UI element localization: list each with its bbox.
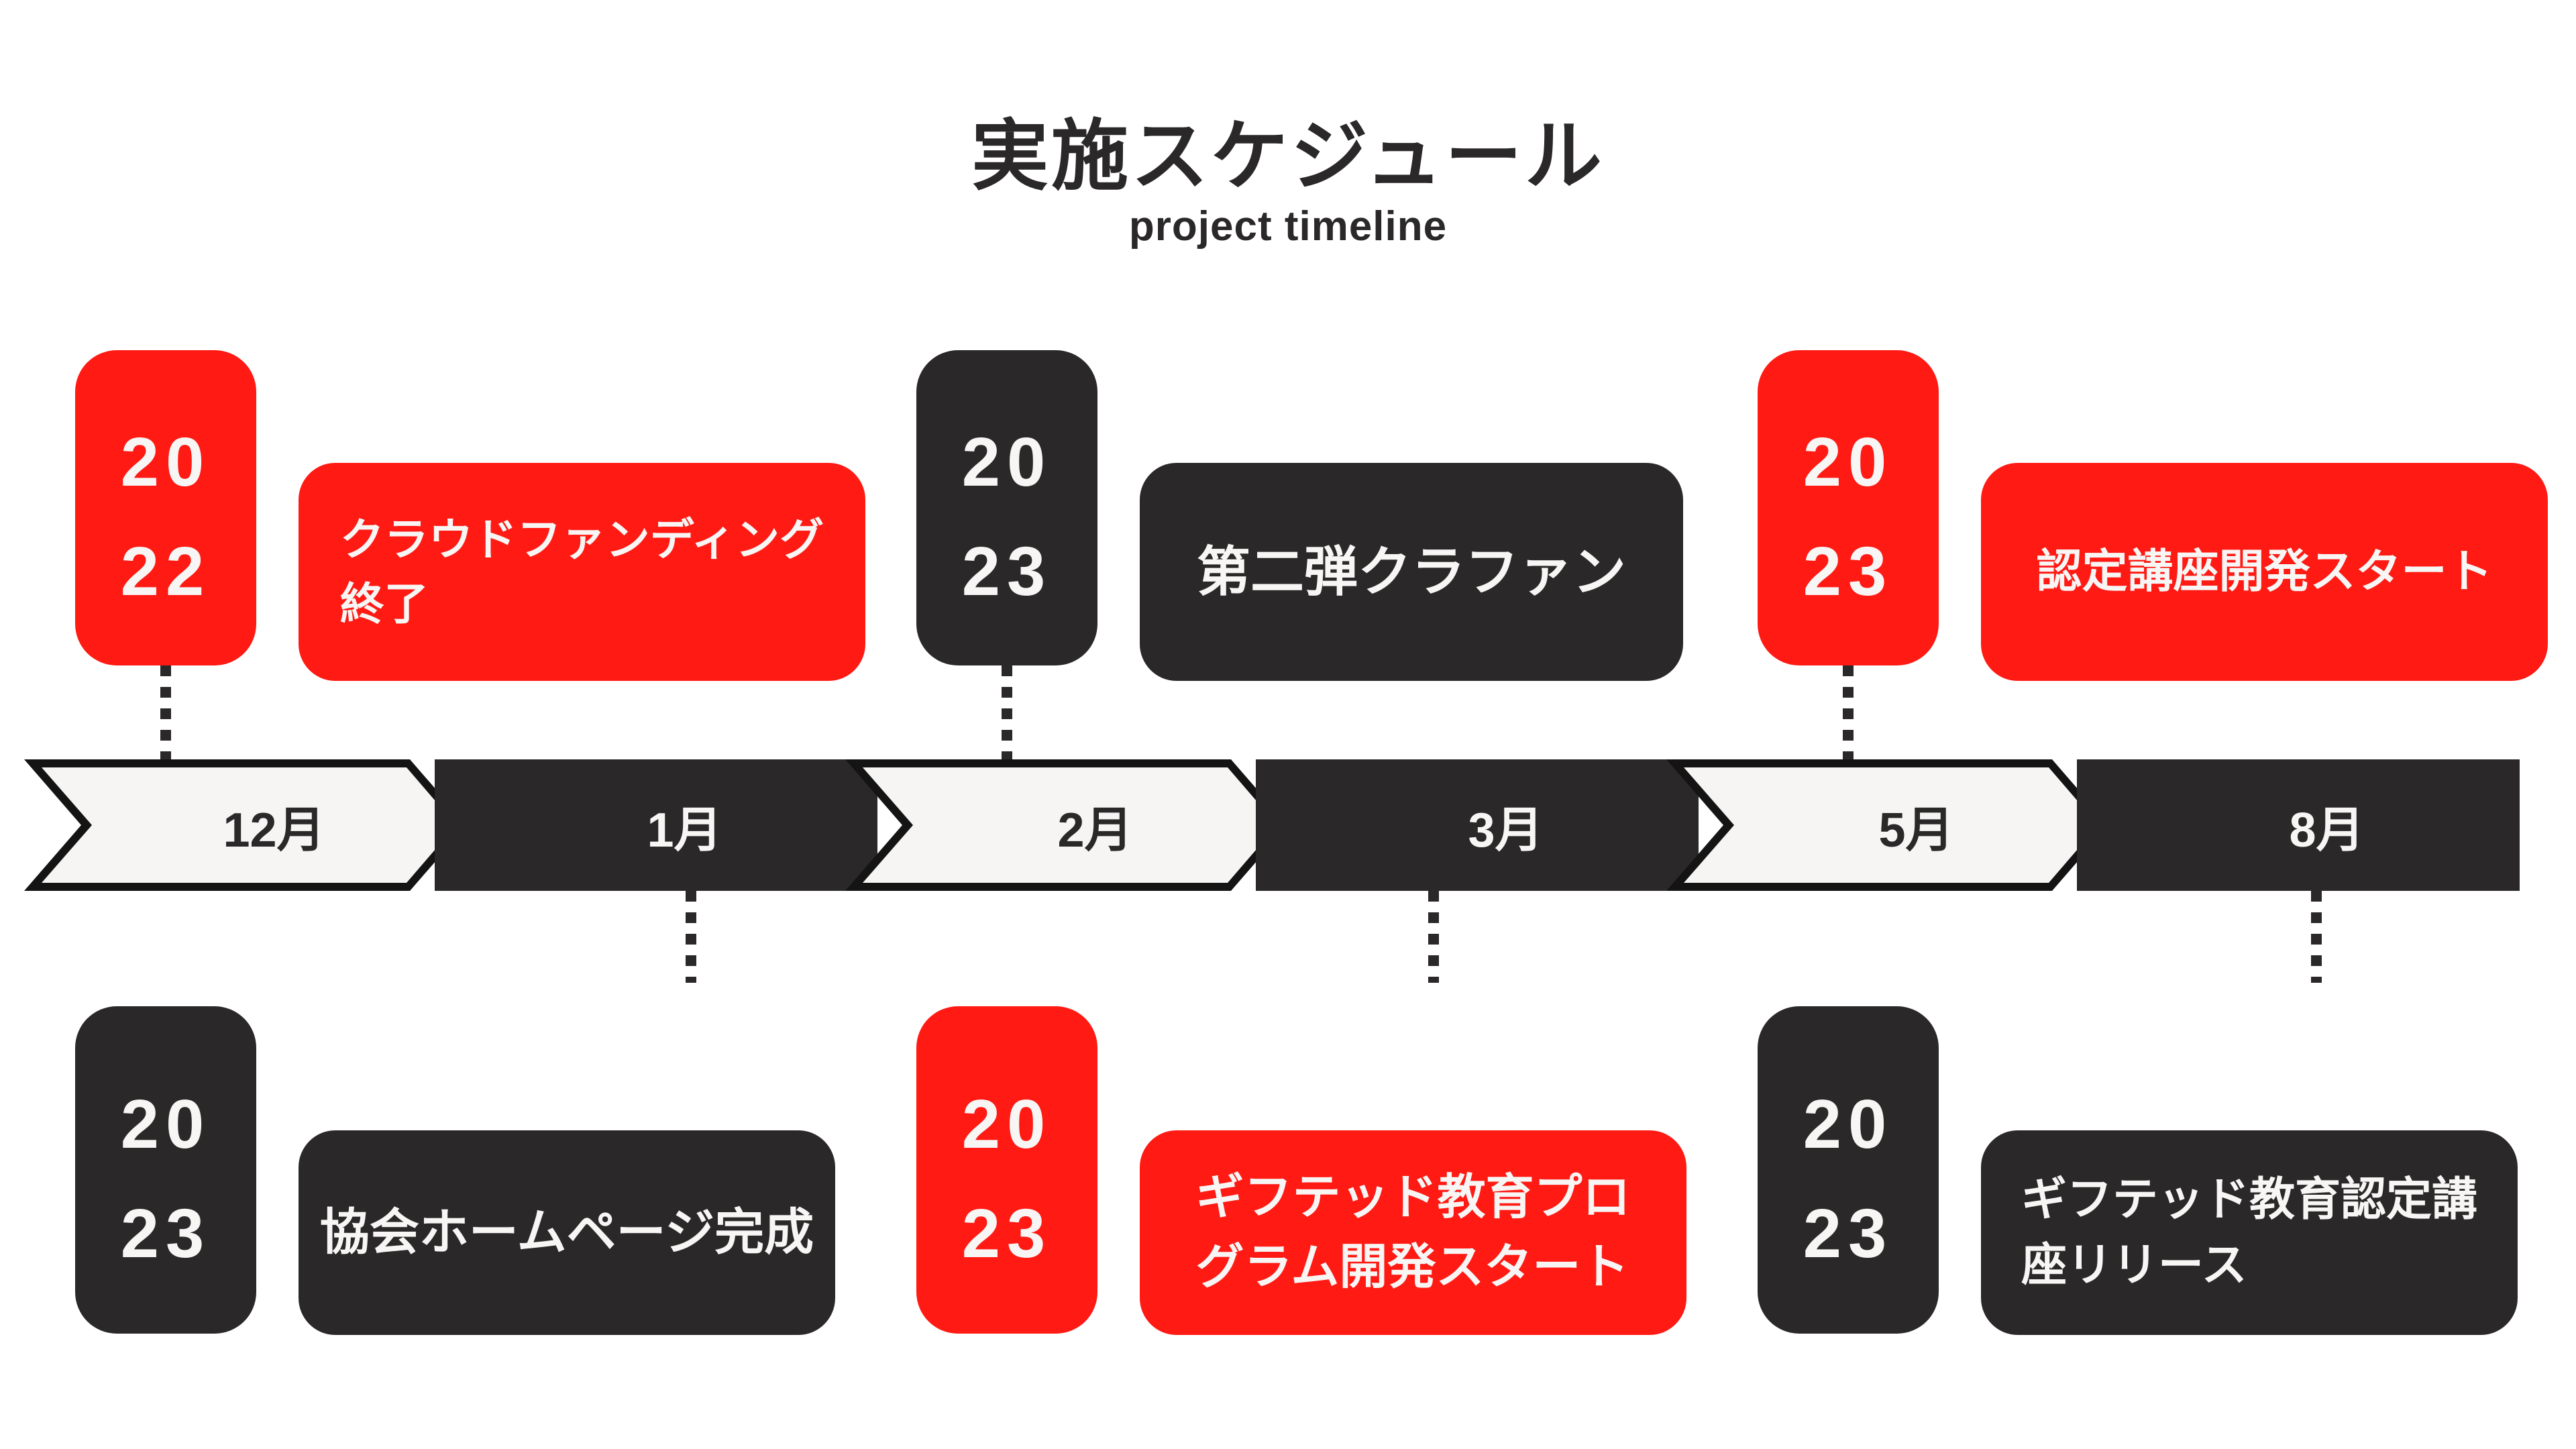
month-segment-mar: 3月	[1256, 759, 1699, 891]
month-segment-may: 5月	[1666, 759, 2109, 891]
year-line: 23	[120, 1194, 211, 1272]
month-label: 5月	[1878, 803, 1954, 857]
year-badge-2023: 20 23	[916, 1006, 1097, 1334]
year-badge-2023: 20 23	[916, 350, 1097, 665]
year-line: 23	[961, 1194, 1053, 1272]
year-line: 23	[961, 532, 1053, 610]
chevron-shape	[1256, 759, 1699, 891]
month-segment-jan: 1月	[435, 759, 877, 891]
dotted-connector	[686, 891, 696, 983]
page-subtitle: project timeline	[1128, 203, 1448, 250]
year-badge-2023: 20 23	[1758, 350, 1939, 665]
year-line: 20	[1803, 423, 1894, 500]
month-segment-aug: 8月	[2077, 759, 2520, 891]
event-label: 協会ホームページ完成	[299, 1130, 835, 1335]
timeline-band: 12月 1月 2月 3月 5月 8月	[0, 759, 2576, 891]
chevron-shape	[24, 759, 467, 891]
year-line: 20	[961, 1085, 1053, 1163]
year-line: 20	[961, 423, 1053, 500]
dotted-connector	[1843, 665, 1854, 759]
month-label: 1月	[647, 803, 722, 857]
year-badge-2023: 20 23	[1758, 1006, 1939, 1334]
event-label: 第二弾クラファン	[1140, 463, 1683, 681]
year-line: 22	[120, 532, 211, 610]
dotted-connector	[1002, 665, 1012, 759]
event-label: 認定講座開発スタート	[1981, 463, 2548, 681]
year-badge-2023: 20 23	[75, 1006, 256, 1334]
event-label: ギフテッド教育認定講 座リリース	[1981, 1130, 2518, 1335]
chevron-shape	[845, 759, 1288, 891]
chevron-shape	[435, 759, 877, 891]
dotted-connector	[2311, 891, 2322, 983]
year-line: 23	[1803, 1194, 1894, 1272]
year-line: 20	[1803, 1085, 1894, 1163]
month-segment-feb: 2月	[845, 759, 1288, 891]
event-label: クラウドファンディング 終了	[299, 463, 865, 681]
page-title: 実施スケジュール	[971, 113, 1605, 199]
chevron-shape	[2077, 759, 2520, 891]
event-label: ギフテッド教育プロ グラム開発スタート	[1140, 1130, 1686, 1335]
month-label: 8月	[2289, 803, 2365, 857]
month-label: 3月	[1468, 803, 1544, 857]
year-line: 20	[120, 423, 211, 500]
month-label: 12月	[223, 803, 325, 857]
chevron-shape	[1666, 759, 2109, 891]
year-line: 20	[120, 1085, 211, 1163]
dotted-connector	[1428, 891, 1439, 983]
dotted-connector	[160, 665, 171, 759]
month-label: 2月	[1057, 803, 1133, 857]
month-segment-dec: 12月	[24, 759, 467, 891]
year-badge-2022: 20 22	[75, 350, 256, 665]
year-line: 23	[1803, 532, 1894, 610]
